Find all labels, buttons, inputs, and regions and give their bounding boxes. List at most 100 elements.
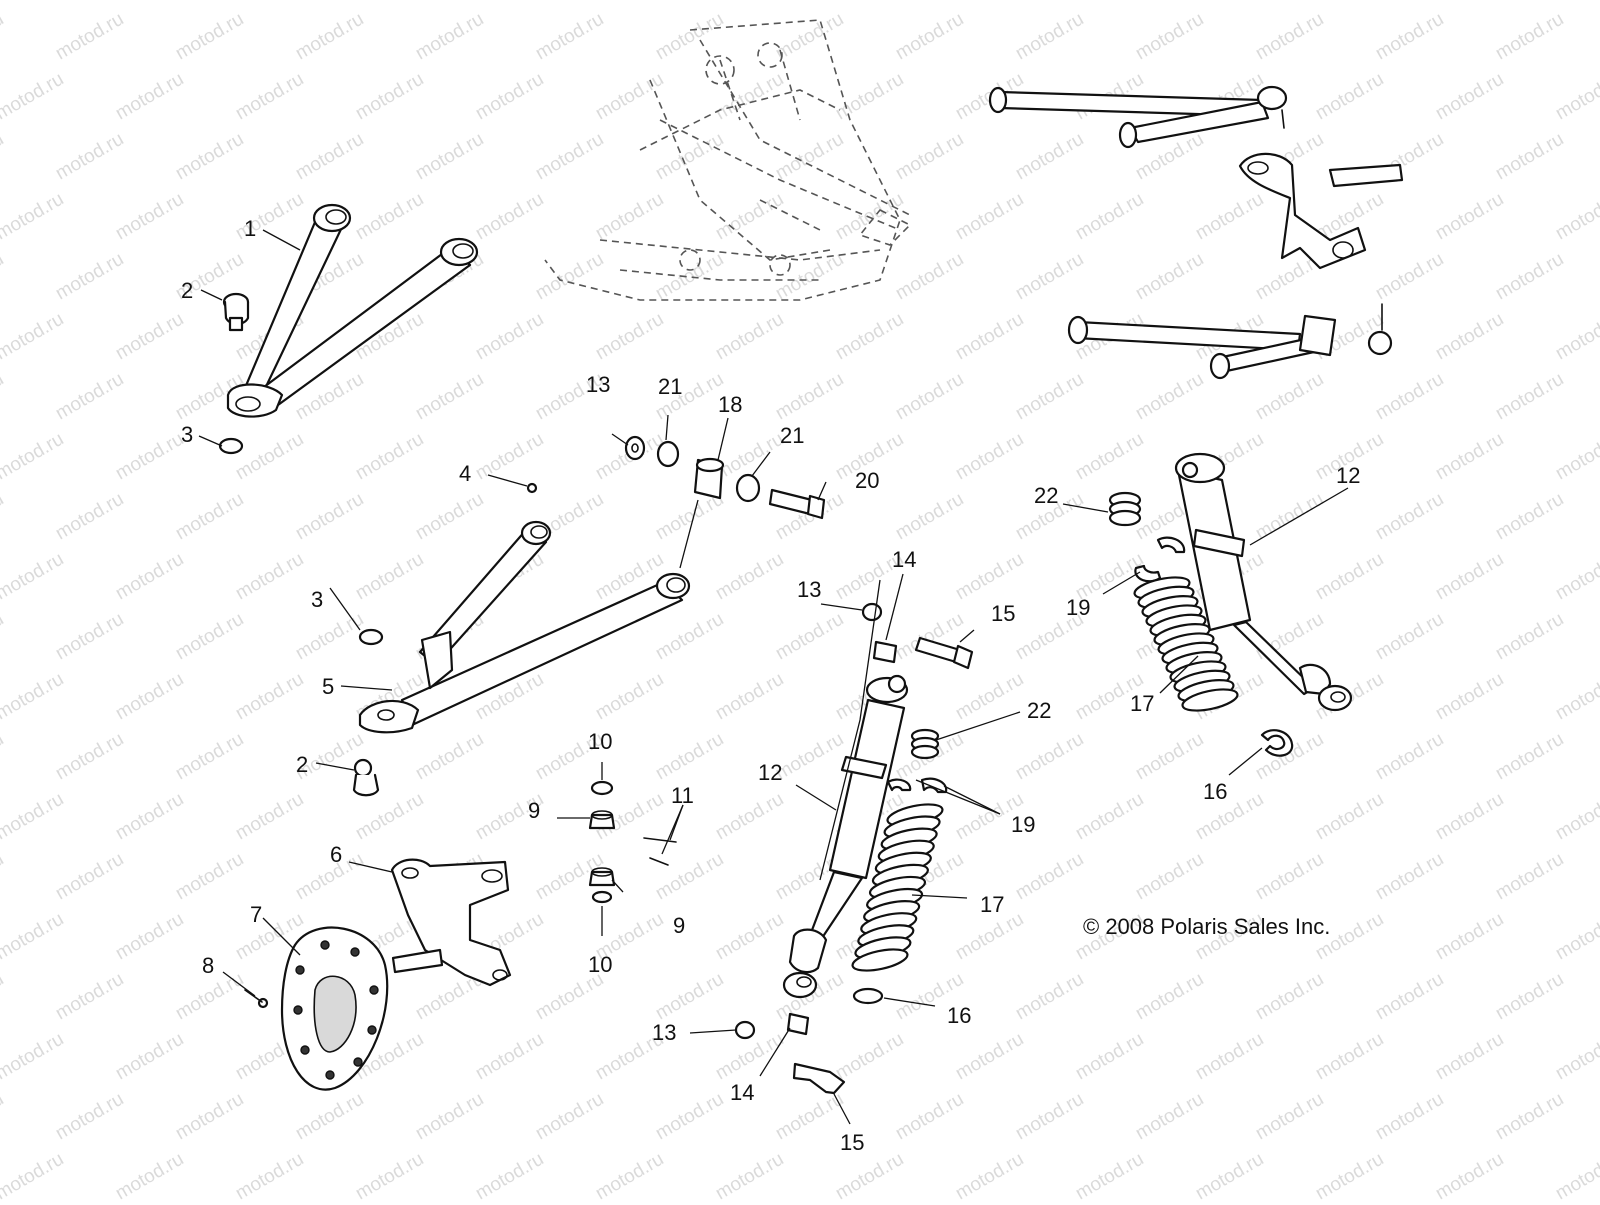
watermark-text: motod.ru	[592, 189, 667, 245]
watermark-text: motod.ru	[1132, 9, 1207, 65]
watermark-text: motod.ru	[1312, 1029, 1387, 1085]
sleeve-14-lower	[786, 1012, 810, 1036]
watermark-text: motod.ru	[1372, 9, 1447, 65]
watermark-text: motod.ru	[0, 129, 7, 185]
watermark-text: motod.ru	[1252, 849, 1327, 905]
watermark-text: motod.ru	[112, 909, 187, 965]
watermark-text: motod.ru	[232, 69, 307, 125]
frame-outline	[544, 19, 912, 301]
cotter-pin-lower	[649, 857, 669, 866]
bolt-15-lower	[792, 1062, 846, 1095]
callout-13: 13	[797, 577, 821, 602]
watermark-text: motod.ru	[352, 189, 427, 245]
callout-2: 2	[296, 752, 308, 777]
callout-3: 3	[311, 587, 323, 612]
washer-13-mid	[861, 602, 883, 622]
brake-disc	[280, 926, 389, 1091]
watermark-text: motod.ru	[0, 669, 67, 725]
watermark-text: motod.ru	[52, 729, 127, 785]
watermark-text: motod.ru	[1192, 0, 1267, 4]
watermark-text: motod.ru	[1192, 1029, 1267, 1085]
spring-seat-16-right	[1260, 729, 1294, 757]
watermark-text: motod.ru	[532, 1089, 607, 1145]
watermark-text: motod.ru	[1012, 9, 1087, 65]
watermark-text: motod.ru	[412, 489, 487, 545]
watermark-text: motod.ru	[352, 429, 427, 485]
callout-17: 17	[980, 892, 1004, 917]
watermark-text: motod.ru	[1372, 489, 1447, 545]
watermark-text: motod.ru	[472, 189, 547, 245]
snap-ring-upper	[218, 437, 244, 455]
watermark-text: motod.ru	[952, 1029, 1027, 1085]
watermark-text: motod.ru	[112, 789, 187, 845]
watermark-text: motod.ru	[172, 1089, 247, 1145]
watermark-text: motod.ru	[0, 489, 7, 545]
watermark-text: motod.ru	[1312, 0, 1387, 4]
washer-10-upper	[590, 780, 614, 796]
watermark-text: motod.ru	[52, 969, 127, 1025]
watermark-text: motod.ru	[172, 729, 247, 785]
watermark-text: motod.ru	[472, 1029, 547, 1085]
watermark-text: motod.ru	[712, 669, 787, 725]
watermark-text: motod.ru	[652, 609, 727, 665]
watermark-text: motod.ru	[1012, 729, 1087, 785]
watermark-text: motod.ru	[1432, 189, 1507, 245]
watermark-text: motod.ru	[952, 309, 1027, 365]
watermark-text: motod.ru	[1252, 369, 1327, 425]
watermark-text: motod.ru	[592, 309, 667, 365]
watermark-text: motod.ru	[712, 189, 787, 245]
nut-washer-set	[588, 780, 677, 904]
watermark-text: motod.ru	[1132, 369, 1207, 425]
watermark-text: motod.ru	[0, 0, 67, 4]
watermark-text: motod.ru	[712, 789, 787, 845]
watermark-text: motod.ru	[772, 9, 847, 65]
watermark-text: motod.ru	[112, 669, 187, 725]
watermark-text: motod.ru	[892, 129, 967, 185]
callout-18: 18	[718, 392, 742, 417]
watermark-text: motod.ru	[952, 189, 1027, 245]
callout-8: 8	[202, 953, 214, 978]
callout-12: 12	[1336, 463, 1360, 488]
callout-21: 21	[658, 374, 682, 399]
callout-7: 7	[250, 902, 262, 927]
watermark-text: motod.ru	[0, 909, 67, 965]
watermark-text: motod.ru	[952, 0, 1027, 4]
callout-6: 6	[330, 842, 342, 867]
watermark-text: motod.ru	[1492, 129, 1567, 185]
watermark-text: motod.ru	[472, 429, 547, 485]
watermark-text: motod.ru	[1432, 669, 1507, 725]
watermark-text: motod.ru	[112, 429, 187, 485]
washer-13-lower	[734, 1020, 756, 1040]
watermark-text: motod.ru	[952, 429, 1027, 485]
grease-fitting	[526, 482, 538, 494]
shock-absorber-center	[782, 674, 909, 999]
upper-arm-right	[988, 85, 1288, 149]
watermark-text: motod.ru	[352, 549, 427, 605]
watermark-text: motod.ru	[112, 549, 187, 605]
watermark-text: motod.ru	[232, 789, 307, 845]
snap-ring-lower	[358, 628, 384, 646]
watermark-text: motod.ru	[652, 129, 727, 185]
callout-9: 9	[528, 798, 540, 823]
callout-14: 14	[730, 1080, 754, 1105]
watermark-text: motod.ru	[1192, 189, 1267, 245]
callout-12: 12	[758, 760, 782, 785]
watermark-text: motod.ru	[952, 549, 1027, 605]
callout-16: 16	[947, 1003, 971, 1028]
clip-19-c	[1156, 536, 1186, 554]
callout-19: 19	[1066, 595, 1090, 620]
watermark-text: motod.ru	[352, 1149, 427, 1200]
watermark-text: motod.ru	[1372, 609, 1447, 665]
spring-retainer-22-right	[1108, 491, 1142, 527]
watermark-text: motod.ru	[0, 9, 7, 65]
watermark-text: motod.ru	[52, 249, 127, 305]
watermark-text: motod.ru	[952, 1149, 1027, 1200]
watermark-text: motod.ru	[52, 129, 127, 185]
watermark-text: motod.ru	[292, 489, 367, 545]
watermark-text: motod.ru	[832, 1149, 907, 1200]
coil-spring-17-center	[851, 803, 944, 972]
callout-21: 21	[780, 423, 804, 448]
callout-10: 10	[588, 952, 612, 977]
watermark-text: motod.ru	[1372, 249, 1447, 305]
